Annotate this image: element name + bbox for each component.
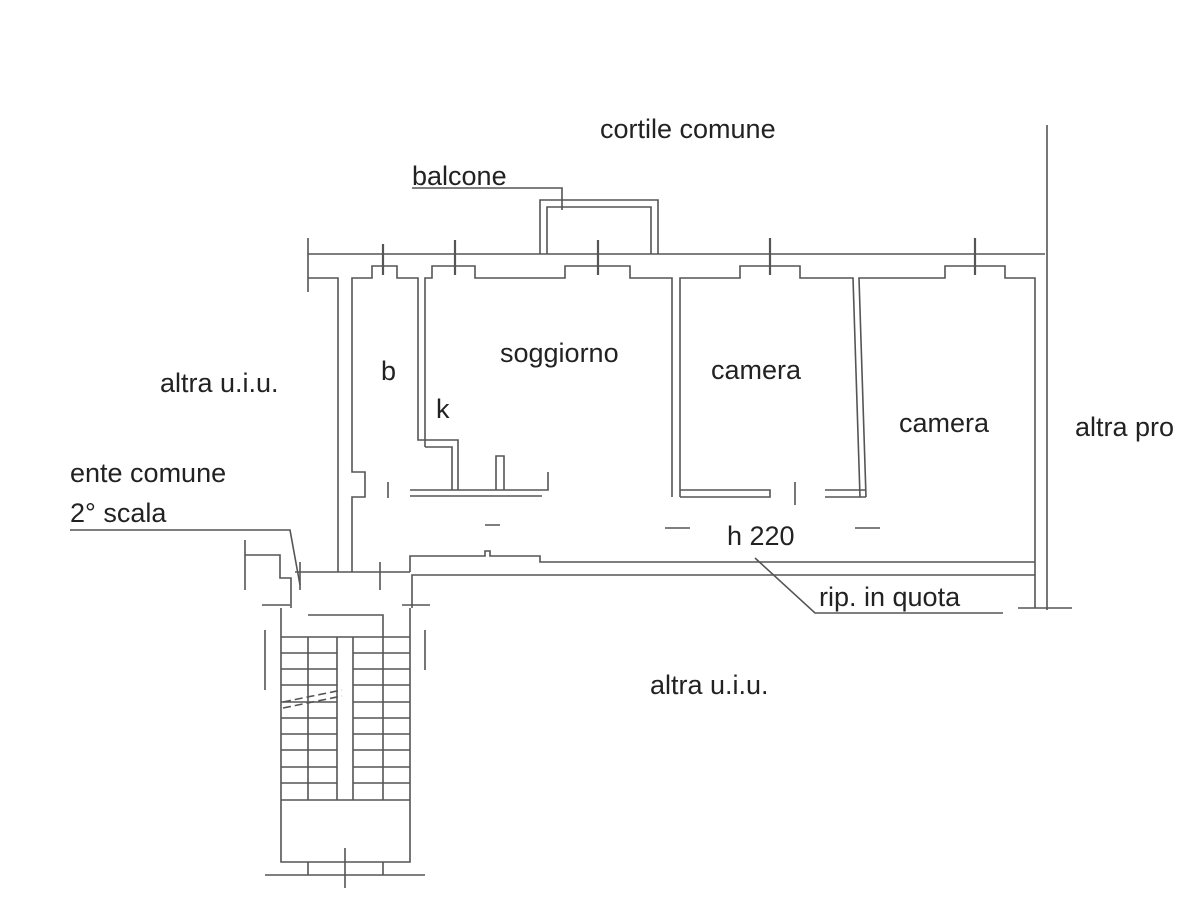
label-kitchen: k	[436, 394, 450, 424]
label-courtyard: cortile comune	[600, 114, 776, 144]
label-bedroom-1: camera	[711, 355, 802, 385]
label-storage-note: rip. in quota	[819, 582, 961, 612]
label-other-unit-bottom: altra u.i.u.	[650, 670, 769, 700]
label-bedroom-2: camera	[899, 408, 990, 438]
label-balcony: balcone	[412, 161, 507, 191]
label-common-area-1: ente comune	[70, 458, 226, 488]
label-bathroom: b	[381, 356, 396, 386]
label-common-area-2: 2° scala	[70, 498, 167, 528]
label-other-property: altra pro	[1075, 412, 1174, 442]
staircase	[244, 540, 430, 888]
leaders	[70, 187, 1003, 614]
label-ceiling-height: h 220	[727, 521, 795, 551]
walls	[307, 125, 1072, 610]
label-living-room: soggiorno	[500, 338, 619, 368]
label-other-unit-left: altra u.i.u.	[160, 368, 279, 398]
